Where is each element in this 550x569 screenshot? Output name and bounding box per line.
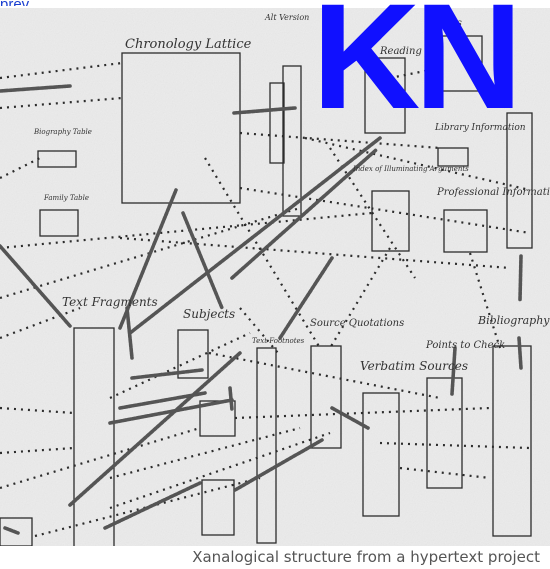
diagram-boxes [0,35,533,546]
label-library-information: Library Information [434,123,526,133]
label-source-quotations: Source Quotations [310,318,404,329]
label-alt-version: Alt Version [264,13,309,22]
label-text-footnotes: Text Footnotes [252,337,305,345]
dotted-links [0,61,531,538]
kn-logo: KN [312,0,523,140]
label-cards: Cards [432,18,462,29]
label-family-table: Family Table [43,194,89,202]
header-link[interactable]: prev [0,0,100,6]
label-text-fragments: Text Fragments [62,295,158,309]
image-caption: Xanalogical structure from a hypertext p… [192,548,540,566]
label-professional-information: Professional Information [436,187,550,198]
header-link-text[interactable]: prev [0,0,29,6]
label-subjects: Subjects [183,307,235,321]
label-verbatim-sources: Verbatim Sources [360,359,468,373]
label-bibliography: Bibliography [477,314,550,327]
label-chronology-lattice: Chronology Lattice [125,37,252,52]
text-fragments-box [73,327,115,546]
hypertext-diagram-photo: Chronology Lattice Biography Table Famil… [0,8,550,546]
chain-links [0,84,523,535]
label-points-to-check: Points to Check [425,340,505,351]
label-biography-table: Biography Table [33,128,92,136]
chronology-lattice-box [121,52,241,204]
label-reading: Reading [379,46,422,57]
label-index-of-arguments: Index of Illuminating Arguments [352,165,469,173]
